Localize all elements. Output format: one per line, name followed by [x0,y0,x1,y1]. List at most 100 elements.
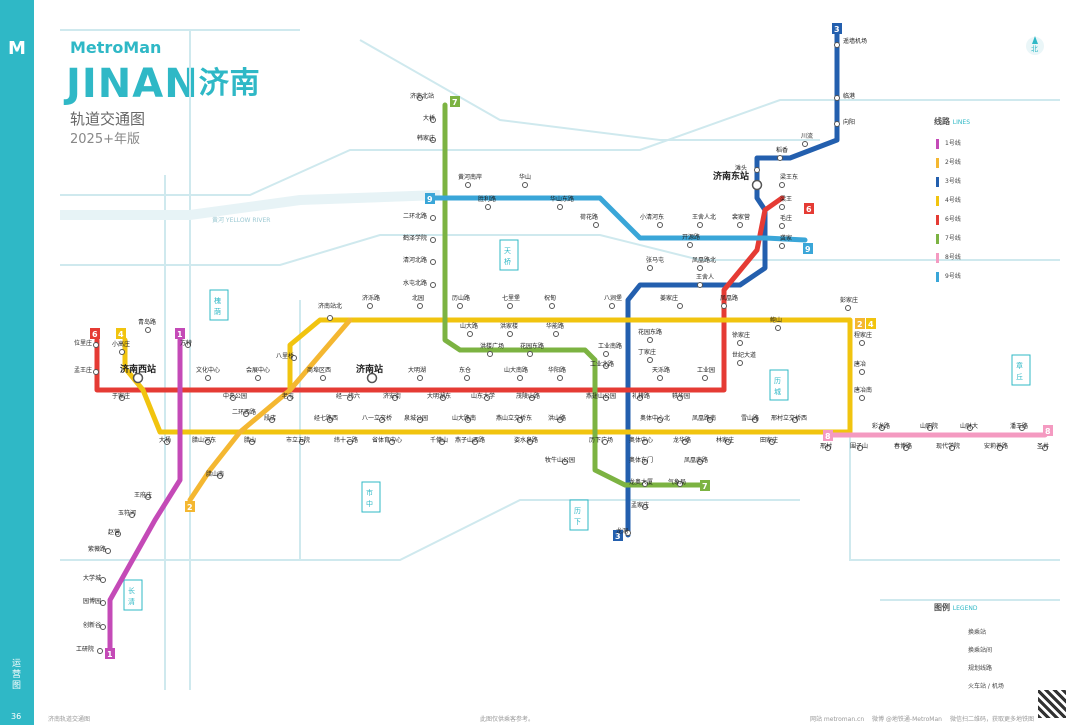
station-9[interactable]: 毛庄 [779,214,793,229]
station-33[interactable]: 华山东路 [550,195,574,210]
station-71[interactable]: 经一纬六 [336,392,360,401]
station-18[interactable]: 凤凰路 [720,294,738,309]
station-112[interactable]: 现代学院 [936,442,960,451]
station-80[interactable]: 礼耕路 [632,392,650,401]
station-114[interactable]: 圣井 [1037,442,1049,451]
station-70[interactable]: 老屯 [282,392,294,401]
station-79[interactable]: 工业园 [697,366,715,381]
station-6[interactable]: 济南东站 [713,170,763,191]
north-compass-icon[interactable]: 北 [1022,32,1048,66]
station-91[interactable]: 奥体中心北 [640,414,670,423]
station-38[interactable]: 水屯北路 [403,279,436,288]
station-16[interactable]: 张马屯 [646,256,664,271]
station-1[interactable]: 临港 [834,92,856,101]
station-0[interactable]: 遥墙机场 [834,37,868,48]
station-5[interactable]: 滩头 [735,164,760,173]
station-75[interactable]: 茂陵山路 [516,392,540,401]
station-120[interactable]: 奥体东门 [629,456,653,465]
qr-code[interactable] [1038,690,1066,718]
station-78[interactable]: 天泺路 [652,366,670,381]
station-99[interactable]: 纬十二路 [334,436,358,445]
station-83[interactable]: 八里桥 [276,352,297,361]
station-47[interactable]: 鲍山 [770,316,782,331]
station-35[interactable]: 二环北路 [403,212,436,221]
station-118[interactable]: 潘王路 [1010,422,1028,431]
station-46[interactable]: 丁家庄 [638,348,656,363]
station-121[interactable]: 凤凰南路 [684,456,708,465]
station-52[interactable]: 唐冶 [854,360,866,375]
station-49[interactable]: 世纪大道 [732,351,756,366]
station-104[interactable]: 历下广场 [589,436,613,445]
station-65[interactable]: 东仓 [459,366,471,381]
station-62[interactable]: 商埠区西 [307,366,331,381]
station-126[interactable]: 腊山南 [206,470,224,479]
station-28[interactable]: 大桥 [423,114,436,123]
station-106[interactable]: 龙华路 [673,436,691,445]
station-69[interactable]: 中央公园 [223,392,247,401]
station-27[interactable]: 济南北站 [410,92,434,101]
station-64[interactable]: 大明湖 [408,366,426,381]
station-102[interactable]: 燕子山西路 [455,436,485,445]
station-17[interactable]: 王舍人 [696,273,714,288]
station-40[interactable]: 洪家楼 [500,322,518,337]
station-124[interactable]: 孟家庄 [631,501,649,510]
station-88[interactable]: 山大路南 [452,414,476,423]
station-109[interactable]: 邢村 [820,442,832,451]
station-34[interactable]: 荷花路 [580,213,599,228]
station-72[interactable]: 济安街 [383,392,401,401]
station-51[interactable]: 程家庄 [854,331,872,346]
station-50[interactable]: 彭家庄 [840,296,858,311]
station-31[interactable]: 胜利路 [478,195,496,210]
station-68[interactable]: 于家庄 [112,392,130,401]
station-119[interactable]: 牧牛山公园 [545,456,575,465]
station-10[interactable]: 裴家营 [732,213,750,228]
station-133[interactable]: 创新谷 [83,621,106,630]
station-127[interactable]: 王府庄 [134,491,152,500]
station-8[interactable]: 梁王 [779,195,793,210]
station-44[interactable]: 工业南路 [598,342,622,357]
station-131[interactable]: 大学城 [83,574,106,583]
station-11[interactable]: 龚家 [779,234,793,249]
station-36[interactable]: 鹤泽学院 [403,234,436,243]
station-37[interactable]: 清河北路 [403,256,436,265]
station-48[interactable]: 徐家庄 [732,331,750,346]
station-58[interactable]: 孟王庄 [74,366,99,375]
station-59[interactable]: 济南西站 [120,363,156,384]
station-110[interactable]: 围子山 [850,442,868,451]
station-129[interactable]: 赵营 [108,528,121,537]
station-86[interactable]: 八一立交桥 [362,414,392,423]
station-41[interactable]: 华能路 [546,322,564,337]
station-29[interactable]: 韩家庄 [417,134,436,143]
station-2[interactable]: 向阳 [834,118,856,127]
station-107[interactable]: 林家庄 [716,436,734,445]
station-98[interactable]: 市立五院 [286,436,310,445]
station-66[interactable]: 山大南路 [504,366,528,381]
station-21[interactable]: 祝甸 [544,294,556,309]
station-92[interactable]: 凤凰路南 [692,414,716,423]
station-85[interactable]: 经七路西 [314,414,338,423]
station-13[interactable]: 小清河东 [640,213,664,228]
station-77[interactable]: 工业北路 [590,360,614,369]
station-15[interactable]: 凤凰路北 [692,256,716,271]
station-82[interactable]: 二环西路 [232,408,256,417]
station-23[interactable]: 历山路 [452,294,470,309]
station-3[interactable]: 川流 [801,132,813,147]
footer-weibo[interactable]: 微博 @地铁通-MetroMan [872,716,942,723]
footer-website[interactable]: 网站 metroman.cn [810,716,865,723]
station-128[interactable]: 玉符河 [118,509,136,518]
station-12[interactable]: 王舍人北 [692,213,716,228]
station-132[interactable]: 园博园 [83,597,106,606]
station-20[interactable]: 八涧堡 [604,294,622,309]
station-30[interactable]: 黄河南岸 [458,173,482,188]
station-67[interactable]: 华阳路 [548,366,566,381]
station-26[interactable]: 济南站北 [318,302,342,321]
station-39[interactable]: 山大路 [460,322,478,337]
station-130[interactable]: 紫薇路 [88,545,111,554]
station-55[interactable]: 青岛路 [138,318,156,333]
station-100[interactable]: 省体育中心 [372,436,402,445]
station-7[interactable]: 梁王东 [779,173,799,188]
station-111[interactable]: 春博路 [894,442,912,451]
station-95[interactable]: 大杨 [159,436,171,445]
station-73[interactable]: 大明湖东 [427,392,451,401]
station-4[interactable]: 稻香 [776,146,788,161]
